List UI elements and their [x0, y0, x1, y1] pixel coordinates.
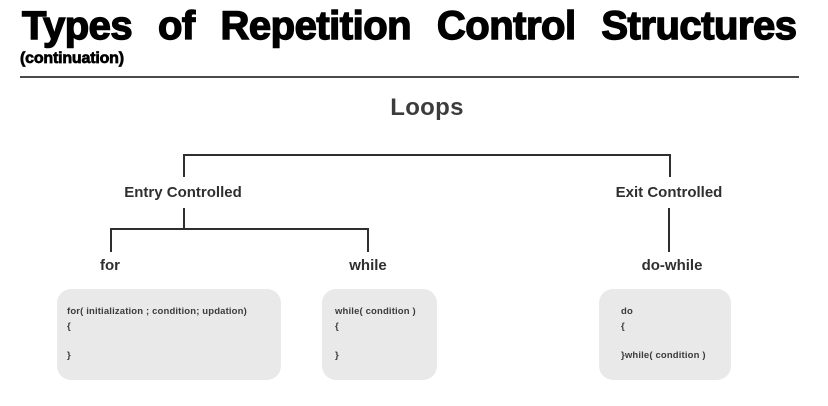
page-subtitle: (continuation) — [20, 50, 125, 68]
code-line: } — [67, 349, 71, 361]
code-line: }while( condition ) — [621, 349, 706, 361]
code-line — [621, 334, 726, 349]
node-entry-controlled: Entry Controlled — [124, 184, 242, 201]
title-divider-rule — [20, 76, 799, 78]
code-line: { — [67, 320, 71, 332]
code-line: } — [335, 349, 339, 361]
code-line: do — [621, 306, 633, 317]
connector-exit-stem — [668, 208, 670, 252]
node-do-while: do-while — [641, 257, 703, 274]
connector-level2-right-tick — [367, 228, 369, 252]
code-line: for( initialization ; condition; updatio… — [67, 306, 247, 317]
connector-level1-left-tick — [183, 154, 185, 177]
page-title: Types of Repetition Control Structures — [21, 3, 797, 48]
connector-level1-right-tick — [669, 154, 671, 177]
node-exit-controlled: Exit Controlled — [615, 184, 723, 201]
node-for: for — [100, 257, 120, 274]
connector-level2-left-tick — [110, 228, 112, 252]
node-while: while — [349, 257, 387, 274]
code-line: { — [335, 320, 339, 332]
code-box-while: while( condition ) { } — [322, 289, 437, 380]
code-box-for: for( initialization ; condition; updatio… — [57, 289, 281, 380]
connector-level2-horizontal — [110, 228, 369, 230]
code-line: while( condition ) — [335, 306, 416, 317]
connector-entry-stem — [183, 208, 185, 229]
tree-root-label: Loops — [390, 94, 464, 121]
code-line — [335, 334, 432, 349]
code-line: { — [621, 320, 625, 332]
connector-level1-horizontal — [183, 154, 671, 156]
code-line — [67, 334, 276, 349]
code-box-do-while: do { }while( condition ) — [599, 289, 731, 380]
